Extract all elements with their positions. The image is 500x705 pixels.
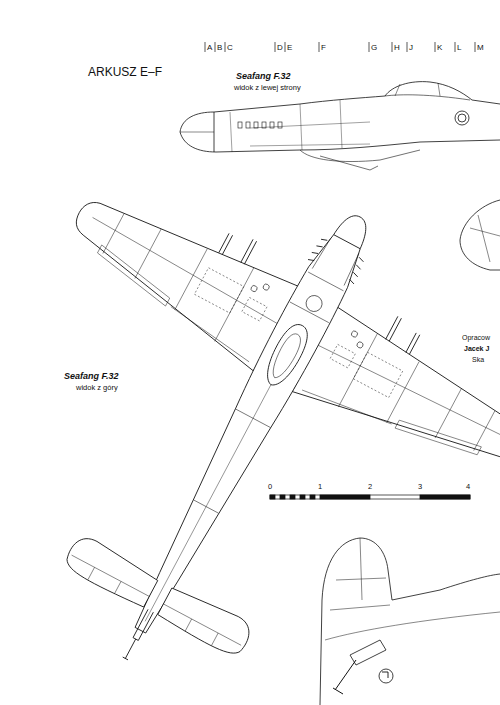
column-letter: M <box>477 44 484 53</box>
partial-view <box>460 200 500 270</box>
column-letter: K <box>437 44 442 53</box>
column-letter: E <box>287 44 292 53</box>
scale-number: 4 <box>466 483 470 491</box>
column-letter: G <box>371 44 377 53</box>
top-view <box>0 100 500 705</box>
credit-text: Ska <box>472 356 484 364</box>
tail-detail <box>320 538 500 705</box>
credit-text: Opracow <box>462 334 490 342</box>
column-letter: J <box>409 44 413 53</box>
scale-number: 3 <box>418 483 422 491</box>
column-letter: L <box>457 44 461 53</box>
column-letter: B <box>217 44 222 53</box>
view-name: Seafang F.32 <box>236 72 291 82</box>
column-letter: C <box>227 44 233 53</box>
column-letter: A <box>207 44 212 53</box>
sheet-title: ARKUSZ E–F <box>88 66 162 79</box>
scale-number: 2 <box>368 483 372 491</box>
scale-number: 0 <box>268 483 272 491</box>
credit-name: Jacek J <box>464 345 489 353</box>
scale-bar <box>270 495 470 499</box>
column-letter: H <box>394 44 400 53</box>
view-name: Seafang F.32 <box>64 372 119 382</box>
view-subtitle: widok z lewej strony <box>234 84 301 92</box>
column-letter: D <box>277 44 283 53</box>
column-letter: F <box>321 44 326 53</box>
view-subtitle: widok z góry <box>76 384 118 392</box>
side-view <box>180 82 500 170</box>
scale-number: 1 <box>318 483 322 491</box>
